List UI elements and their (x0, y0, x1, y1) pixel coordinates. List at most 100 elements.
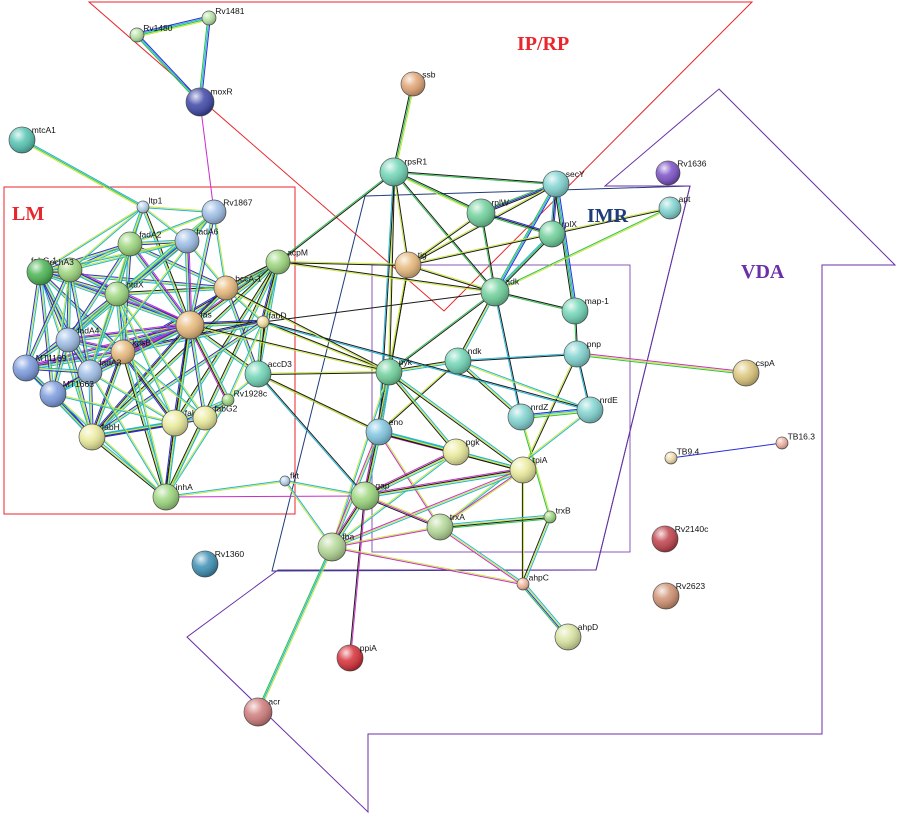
node-fas[interactable]: fas (175, 309, 212, 340)
node-moxR[interactable]: moxR (185, 86, 233, 117)
node-accD3[interactable]: accD3 (244, 359, 292, 388)
node-cspA[interactable]: cspA (732, 358, 775, 387)
node-Rv1928c[interactable]: Rv1928c (221, 389, 268, 407)
node-acr[interactable]: acr (243, 696, 280, 727)
node-fabH[interactable]: fabH (78, 422, 120, 451)
edge-line-experiments (577, 352, 747, 373)
edge-line-text_mining (90, 371, 168, 497)
edge-line-text_mining (225, 287, 259, 375)
node-inhA[interactable]: inhA (152, 482, 193, 511)
node-fadA2[interactable]: fadA2 (117, 229, 162, 257)
node-fadA4[interactable]: fadA4 (55, 325, 100, 353)
node-Rv1480[interactable]: Rv1480 (129, 23, 173, 43)
edge-line-databases (115, 294, 175, 424)
node-acpM[interactable]: acpM (265, 247, 308, 275)
node-ahpD[interactable]: ahpD (554, 622, 598, 651)
node-fabG2[interactable]: fabG2 (192, 403, 238, 431)
edge-line-text_mining (332, 545, 524, 584)
edge-Rv1928c-inhA (165, 399, 229, 498)
edge-fabD-adk (262, 291, 496, 323)
node-bccA-1[interactable]: bccA-1 (213, 273, 262, 301)
edge-line-coexpression (263, 320, 390, 372)
node-fba[interactable]: fba (317, 531, 354, 562)
edge-line-neighborhood (24, 271, 40, 368)
edge-line-text_mining (69, 206, 143, 270)
node-tig[interactable]: tig (394, 250, 427, 279)
node-gap[interactable]: gap (350, 480, 390, 511)
node-Rv1636[interactable]: Rv1636 (655, 158, 707, 186)
edge-line-text_mining (388, 371, 457, 453)
region-label-vda: VDA (741, 261, 785, 283)
node-ahpC[interactable]: ahpC (516, 573, 549, 591)
node-fadA6[interactable]: fadA6 (174, 226, 219, 254)
node-label: ppiA (360, 643, 377, 653)
node-label: adk (505, 276, 519, 286)
node-ltp1[interactable]: ltp1 (136, 196, 163, 214)
node-pgk[interactable]: pgk (442, 437, 480, 466)
edge-line-neighborhood (89, 351, 122, 437)
edge-line-text_mining (365, 470, 524, 498)
edge-line-text_mining (439, 526, 524, 585)
node-label: Rv1928c (234, 389, 268, 399)
node-apt[interactable]: apt (658, 194, 691, 220)
edge-line-databases (40, 271, 92, 372)
node-echA3[interactable]: echA3 (26, 257, 74, 286)
edge-inhA-MT1663 (52, 393, 167, 498)
edge-ndk-eno (378, 360, 459, 433)
edge-line-neighborhood (172, 324, 189, 423)
edge-line-text_mining (40, 271, 94, 437)
node-fkt[interactable]: fkt (279, 470, 300, 487)
node-Rv2140c[interactable]: Rv2140c (651, 524, 709, 553)
node-map-1[interactable]: map-1 (561, 296, 609, 325)
edge-line-text_mining (39, 271, 54, 395)
node-rpsR1[interactable]: rpsR1 (379, 156, 427, 187)
edge-line-coexpression (277, 262, 409, 267)
node-eno[interactable]: eno (365, 417, 403, 446)
node-ndk[interactable]: ndk (444, 346, 482, 375)
node-secY[interactable]: secY (542, 169, 585, 198)
node-highlight (186, 88, 214, 116)
node-highlight (56, 328, 80, 352)
edge-line-text_mining (25, 269, 71, 369)
node-rplX[interactable]: rplX (538, 219, 577, 248)
node-nrdE[interactable]: nrdE (576, 395, 618, 424)
node-label: pyk (399, 357, 413, 367)
node-TB16.3[interactable]: TB16.3 (775, 432, 815, 450)
node-label: kasB (132, 337, 151, 347)
node-trxB[interactable]: trxB (543, 506, 571, 524)
edge-line-databases (127, 244, 189, 327)
node-MT1663[interactable]: MT1663 (39, 379, 94, 408)
node-pyk[interactable]: pyk (375, 357, 413, 386)
node-Rv1360[interactable]: Rv1360 (191, 549, 244, 578)
node-ssb[interactable]: ssb (400, 69, 436, 97)
edge-line-text_mining (69, 269, 91, 373)
node-Rv2623[interactable]: Rv2623 (652, 581, 705, 610)
node-kasB[interactable]: kasB (110, 337, 151, 365)
node-label: Rv1481 (215, 6, 245, 16)
node-nrdZ[interactable]: nrdZ (507, 402, 548, 431)
edge-line-coexpression (387, 372, 456, 454)
edge-line-databases (89, 372, 175, 425)
node-mtcA1[interactable]: mtcA1 (8, 125, 56, 154)
node-fadA3[interactable]: fadA3 (77, 357, 122, 385)
edge-line-text_mining (407, 212, 481, 265)
node-htdX[interactable]: htdX (104, 279, 144, 307)
node-rplW[interactable]: rplW (466, 197, 509, 228)
node-label: inhA (176, 482, 193, 492)
edge-line-experiments (332, 527, 441, 549)
node-pnp[interactable]: pnp (563, 339, 601, 368)
node-Rv1867[interactable]: Rv1867 (201, 197, 253, 225)
node-tpiA[interactable]: tpiA (509, 455, 548, 484)
edge-line-text_mining (116, 287, 227, 295)
node-highlight (481, 278, 509, 306)
node-ppiA[interactable]: ppiA (336, 643, 377, 672)
edge-line-coexpression (278, 172, 395, 263)
node-TB9.4[interactable]: TB9.4 (664, 447, 700, 465)
node-fabD[interactable]: fabD (256, 311, 287, 329)
node-Rv1481[interactable]: Rv1481 (201, 6, 245, 26)
edge-adk-pyk (388, 291, 496, 373)
node-adk[interactable]: adk (480, 276, 520, 307)
node-trxA[interactable]: trxA (426, 512, 465, 541)
node-MT1169[interactable]: MT1169 (12, 353, 67, 382)
